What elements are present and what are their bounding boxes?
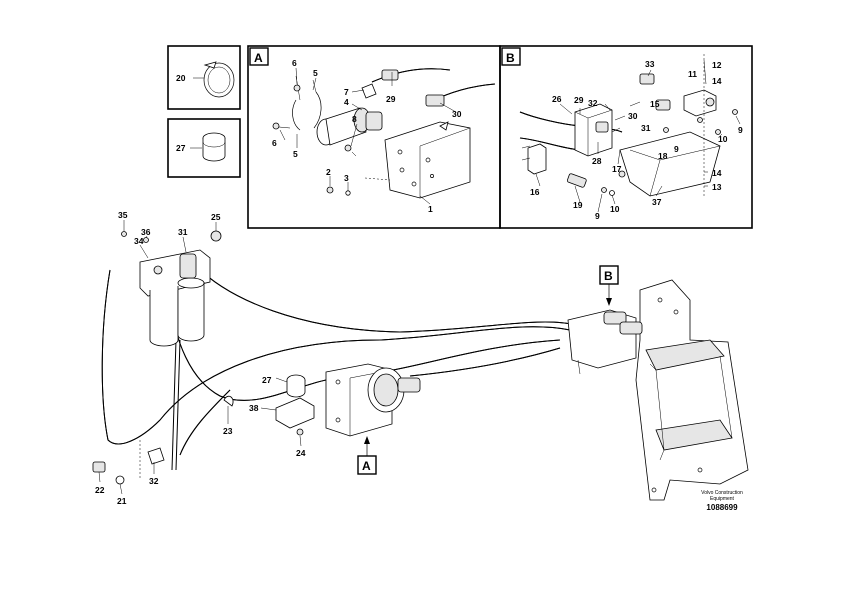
label-22: 22 (95, 485, 105, 495)
label-10: 10 (718, 134, 728, 144)
label-31: 31 (178, 227, 188, 237)
fuel-filter-assembly (121, 230, 222, 347)
label-36: 36 (141, 227, 151, 237)
fittings-lower-left (92, 440, 165, 485)
label-35: 35 (118, 210, 128, 220)
label-27: 27 (176, 143, 186, 153)
inset-clamp-20: 20 (167, 45, 241, 110)
bracket-38 (223, 374, 315, 436)
label-14: 14 (712, 168, 722, 178)
label-29: 29 (386, 94, 396, 104)
label-30: 30 (628, 111, 638, 121)
label-5: 5 (313, 68, 318, 78)
label-26: 26 (552, 94, 562, 104)
label-6: 6 (292, 58, 297, 68)
label-20: 20 (176, 73, 186, 83)
label-11: 11 (688, 69, 697, 79)
label-33: 33 (645, 59, 655, 69)
label-28: 28 (592, 156, 602, 166)
label-27: 27 (262, 375, 272, 385)
detail-b-letter: B (506, 51, 515, 65)
label-32: 32 (149, 476, 159, 486)
detail-panel-b: B (499, 45, 753, 229)
label-9: 9 (738, 125, 743, 135)
label-31: 31 (641, 123, 651, 133)
brand-line-1: Volvo Construction (701, 490, 743, 496)
inset-clamp-27: 27 (167, 118, 241, 178)
label-3: 3 (344, 173, 349, 183)
label-2: 2 (326, 167, 331, 177)
label-B: B (604, 269, 613, 283)
label-4: 4 (344, 97, 349, 107)
label-1: 1 (428, 204, 433, 214)
label-15: 15 (650, 99, 660, 109)
label-32: 32 (588, 98, 598, 108)
callout-b: B (599, 265, 619, 306)
label-25: 25 (211, 212, 221, 222)
label-29: 29 (574, 95, 584, 105)
label-21: 21 (117, 496, 127, 506)
heater-unit (325, 363, 421, 437)
label-23: 23 (223, 426, 233, 436)
label-30: 30 (452, 109, 462, 119)
label-14: 14 (712, 76, 722, 86)
label-9: 9 (595, 211, 600, 221)
document-number: 1088699 (706, 503, 738, 512)
label-6: 6 (272, 138, 277, 148)
label-24: 24 (296, 448, 306, 458)
label-9: 9 (674, 144, 679, 154)
label-A: A (362, 459, 371, 473)
footer-brand: Volvo Construction Equipment 1088699 (701, 490, 743, 512)
label-17: 17 (612, 164, 622, 174)
label-19: 19 (573, 200, 583, 210)
detail-panel-a: A (247, 45, 501, 229)
label-37: 37 (652, 197, 662, 207)
detail-a-letter: A (254, 51, 263, 65)
label-38: 38 (249, 403, 259, 413)
label-13: 13 (712, 182, 722, 192)
label-8: 8 (352, 114, 357, 124)
label-10: 10 (610, 204, 620, 214)
step-ladder (567, 279, 749, 501)
label-34: 34 (134, 236, 144, 246)
label-12: 12 (712, 60, 722, 70)
label-16: 16 (530, 187, 540, 197)
label-18: 18 (658, 151, 668, 161)
label-5: 5 (293, 149, 298, 159)
label-7: 7 (344, 87, 349, 97)
callout-a: A (357, 436, 377, 475)
main-assembly: B A 35 36 34 31 25 27 38 23 24 22 (92, 210, 749, 506)
brand-line-2: Equipment (710, 496, 735, 502)
